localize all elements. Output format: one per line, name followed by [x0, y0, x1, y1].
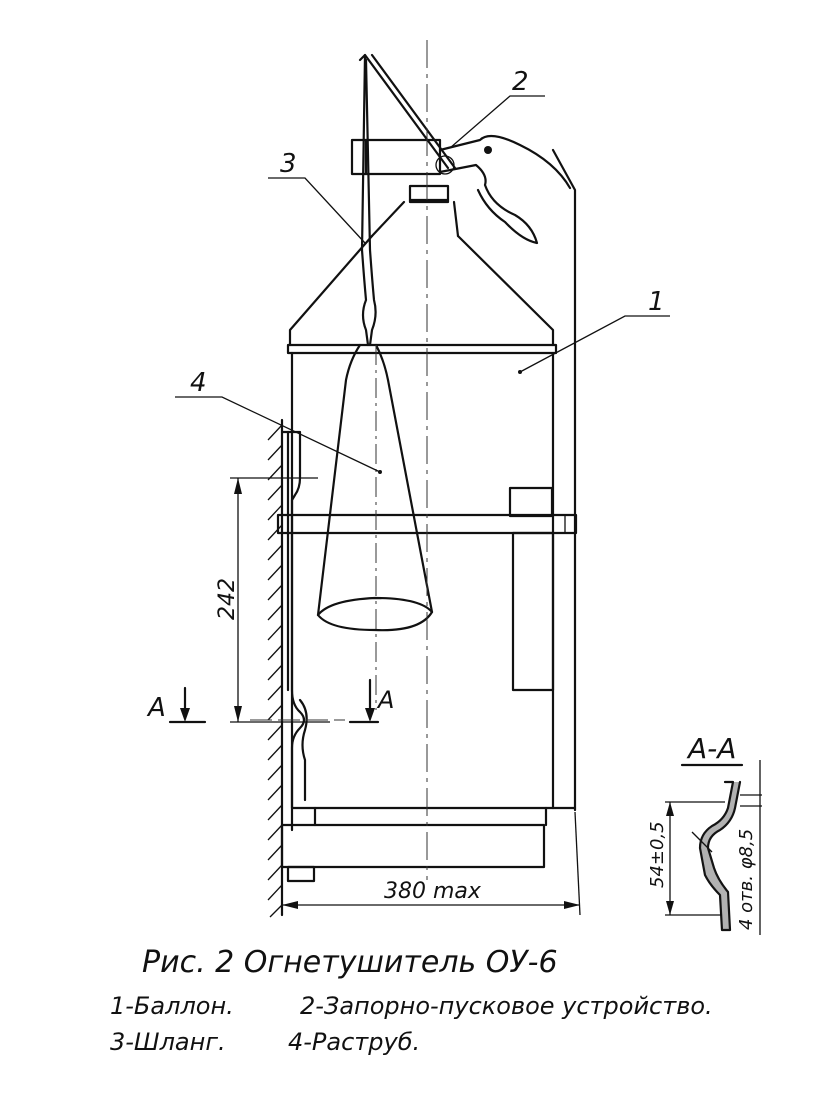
- wall-bracket: [280, 430, 308, 832]
- section-line: [168, 678, 380, 724]
- legend-item-3: 3-Шланг.: [110, 1028, 226, 1056]
- dimension-height: 242: [215, 578, 240, 620]
- section-view: [665, 760, 762, 935]
- figure-title: Рис. 2 Огнетушитель ОУ-6: [142, 945, 558, 980]
- dimension-242: [230, 477, 330, 723]
- callout-3: 3: [280, 149, 297, 179]
- section-mark-right: A: [376, 686, 394, 714]
- callout-1: 1: [648, 287, 665, 317]
- section-height-dim: 54±0,5: [647, 821, 668, 888]
- legend-item-2: 2-Запорно-пусковое устройство.: [300, 992, 713, 1020]
- callout-2: 2: [512, 67, 529, 97]
- wall: [267, 418, 284, 918]
- holes-dim: 4 отв. φ8,5: [736, 829, 757, 930]
- hose: [358, 53, 377, 347]
- callout-4: 4: [190, 368, 207, 398]
- horn: [316, 343, 434, 632]
- lower-bracket: [280, 823, 546, 883]
- legend-item-4: 4-Раструб.: [288, 1028, 421, 1056]
- dimension-width: 380 max: [384, 879, 482, 904]
- section-mark-left: A: [146, 693, 166, 723]
- dimension-380: [282, 811, 581, 916]
- leaders: [175, 95, 670, 474]
- section-view-title: A-A: [686, 732, 736, 765]
- legend-item-1: 1-Баллон.: [110, 992, 234, 1020]
- cylinder: [286, 148, 577, 827]
- valve: [350, 53, 572, 245]
